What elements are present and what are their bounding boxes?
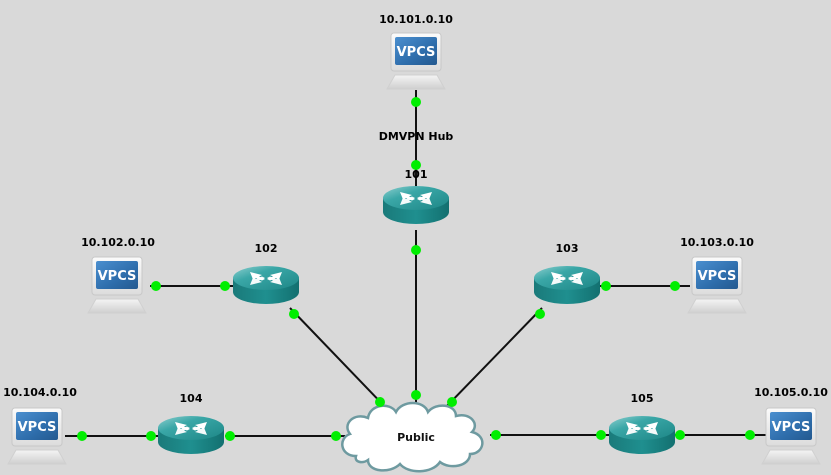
port-status-indicator bbox=[601, 281, 611, 291]
computer-icon bbox=[87, 256, 147, 314]
vpcs-icon-text: VPCS bbox=[698, 269, 737, 284]
port-status-indicator bbox=[670, 281, 680, 291]
vpcs-icon-text: VPCS bbox=[772, 420, 811, 435]
router-top bbox=[383, 186, 449, 210]
computer-icon bbox=[386, 32, 446, 90]
router-label-r104: 104 bbox=[180, 392, 203, 405]
port-status-indicator bbox=[675, 430, 685, 440]
port-status-indicator bbox=[375, 397, 385, 407]
router-arrows-icon bbox=[175, 422, 207, 435]
port-status-indicator bbox=[151, 281, 161, 291]
router-r105[interactable] bbox=[609, 416, 675, 454]
port-status-indicator bbox=[289, 309, 299, 319]
host-label-h103: 10.103.0.10 bbox=[680, 236, 754, 249]
router-top bbox=[158, 416, 224, 440]
host-label-h102: 10.102.0.10 bbox=[81, 236, 155, 249]
port-status-indicator bbox=[745, 430, 755, 440]
port-status-indicator bbox=[491, 430, 501, 440]
router-top bbox=[534, 266, 600, 290]
vpcs-host-h104[interactable]: VPCS bbox=[7, 407, 67, 465]
router-arrows-icon bbox=[551, 272, 583, 285]
link-r102-public[interactable] bbox=[289, 307, 391, 413]
vpcs-icon-text: VPCS bbox=[18, 420, 57, 435]
dmvpn-hub-annotation: DMVPN Hub bbox=[379, 130, 454, 143]
router-arrows-icon bbox=[626, 422, 658, 435]
router-label-r101: 101 bbox=[405, 168, 428, 181]
host-label-h104: 10.104.0.10 bbox=[3, 386, 77, 399]
router-label-r105: 105 bbox=[631, 392, 654, 405]
port-status-indicator bbox=[411, 160, 421, 170]
router-arrows-icon bbox=[250, 272, 282, 285]
cloud-label: Public bbox=[397, 431, 435, 444]
port-status-indicator bbox=[411, 245, 421, 255]
host-label-h101: 10.101.0.10 bbox=[379, 13, 453, 26]
vpcs-icon-text: VPCS bbox=[98, 269, 137, 284]
router-label-r102: 102 bbox=[255, 242, 278, 255]
port-status-indicator bbox=[411, 97, 421, 107]
cloud-public[interactable]: Public bbox=[341, 401, 484, 473]
router-arrows-icon bbox=[400, 192, 432, 205]
computer-icon bbox=[687, 256, 747, 314]
link-r103-public[interactable] bbox=[444, 307, 543, 409]
vpcs-icon-text: VPCS bbox=[397, 45, 436, 60]
vpcs-host-h101[interactable]: VPCS bbox=[386, 32, 446, 90]
port-status-indicator bbox=[331, 431, 341, 441]
routers-layer bbox=[158, 186, 675, 454]
router-r103[interactable] bbox=[534, 266, 600, 304]
port-status-indicator bbox=[535, 309, 545, 319]
router-label-r103: 103 bbox=[556, 242, 579, 255]
port-status-indicator bbox=[411, 390, 421, 400]
port-status-indicator bbox=[77, 431, 87, 441]
port-status-indicator bbox=[225, 431, 235, 441]
port-status-indicator bbox=[220, 281, 230, 291]
router-top bbox=[233, 266, 299, 290]
port-status-indicator bbox=[447, 397, 457, 407]
vpcs-host-h105[interactable]: VPCS bbox=[761, 407, 821, 465]
hosts-layer: VPCS VPCS VPCS VPCS VPCS bbox=[7, 32, 821, 465]
port-status-indicator bbox=[596, 430, 606, 440]
vpcs-host-h102[interactable]: VPCS bbox=[87, 256, 147, 314]
vpcs-host-h103[interactable]: VPCS bbox=[687, 256, 747, 314]
port-status-indicator bbox=[146, 431, 156, 441]
computer-icon bbox=[7, 407, 67, 465]
router-r102[interactable] bbox=[233, 266, 299, 304]
computer-icon bbox=[761, 407, 821, 465]
host-label-h105: 10.105.0.10 bbox=[754, 386, 828, 399]
router-r104[interactable] bbox=[158, 416, 224, 454]
cloud-icon bbox=[341, 401, 484, 473]
ports-layer bbox=[77, 97, 755, 441]
router-r101[interactable] bbox=[383, 186, 449, 224]
router-top bbox=[609, 416, 675, 440]
